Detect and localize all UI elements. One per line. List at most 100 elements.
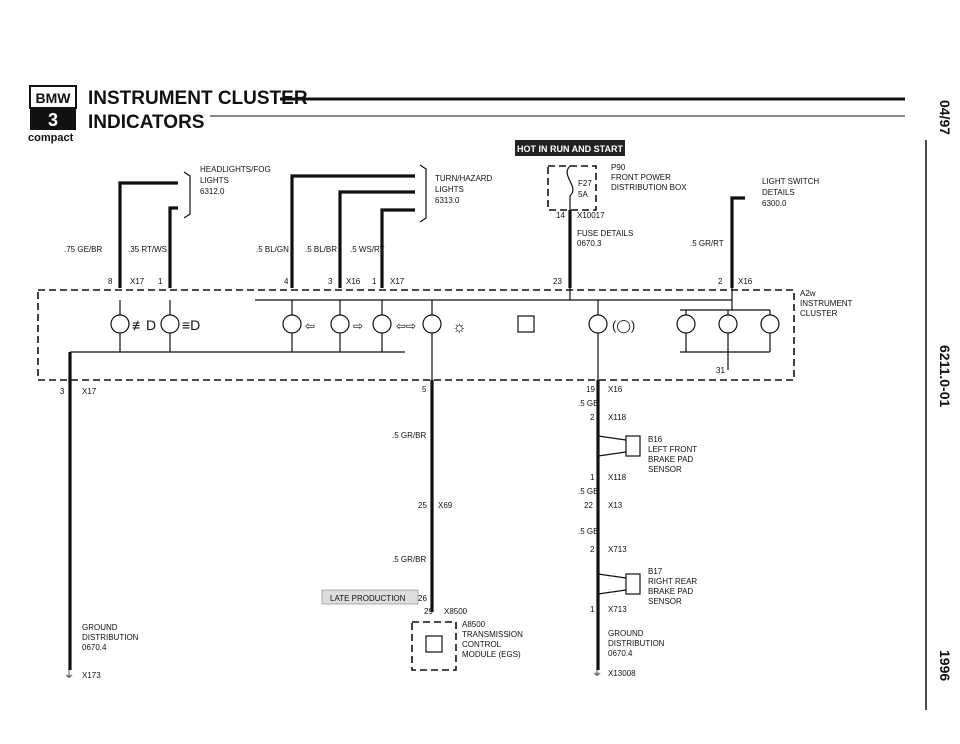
light-switch-label-2: DETAILS [762, 188, 795, 197]
a2w-label: A2w [800, 289, 816, 298]
hot-in-run-label: HOT IN RUN AND START [517, 144, 623, 154]
transmission-icon [517, 315, 535, 333]
wire-bl-br: .5 BL/BR [305, 245, 337, 254]
transmission-label: TRANSMISSION [462, 630, 523, 639]
ground-left-ref: 0670.4 [82, 643, 107, 652]
ground-left-label-2: DISTRIBUTION [82, 633, 139, 642]
pin-1-top: 1 [158, 277, 163, 286]
page-subtitle: INDICATORS [88, 112, 204, 133]
x118-b-label: X118 [608, 473, 627, 482]
wire-ws-rt: .5 WS/RT [350, 245, 385, 254]
b17-desc-3: SENSOR [648, 597, 682, 606]
pin-4: 4 [284, 277, 289, 286]
pin-2-x118: 2 [590, 413, 595, 422]
x118-a-label: X118 [608, 413, 627, 422]
ground-right-label-2: DISTRIBUTION [608, 639, 665, 648]
bmw-logo-text: BMW [36, 90, 72, 106]
pin-1-mid: 1 [372, 277, 377, 286]
light-switch-label: LIGHT SWITCH [762, 177, 819, 186]
doc-year: 1996 [937, 650, 953, 681]
headlights-ref: 6312.0 [200, 187, 225, 196]
wire-gr-br-2: .5 GR/BR [392, 555, 426, 564]
pin-14: 14 [556, 211, 565, 220]
pin-3: 3 [328, 277, 333, 286]
light-bulb-warning-icon: ☼ [452, 319, 467, 336]
turn-left-icon: ⇦ [305, 319, 315, 333]
wire-ge-1: .5 GE [578, 399, 598, 408]
high-beam-icon: ≡D [182, 317, 200, 333]
hot-in-run-banner [515, 140, 625, 156]
ground-left-icon: ⏚ [64, 669, 74, 681]
doc-number: 6211.0-01 [937, 345, 953, 407]
b17-label: B17 [648, 567, 663, 576]
p90-label: P90 [611, 163, 626, 172]
headlight-bracket [183, 171, 191, 219]
b16-desc-3: SENSOR [648, 465, 682, 474]
headlights-label-2: LIGHTS [200, 176, 229, 185]
turn-right-wire [338, 190, 415, 288]
pin-5: 5 [422, 385, 427, 394]
fuse-id: F27 [578, 179, 592, 188]
turn-hazard-label: TURN/HAZARD [435, 174, 493, 183]
x17-mid-label: X17 [390, 277, 405, 286]
turn-right-icon: ⇨ [353, 319, 363, 333]
late-production-banner [321, 589, 419, 605]
pin-31: 31 [716, 366, 725, 375]
instrument-label: INSTRUMENT [800, 299, 853, 308]
ground-right-connector: X13008 [608, 669, 636, 678]
x13-label: X13 [608, 501, 623, 510]
bulb-warning-bulb [422, 314, 442, 334]
pin-23: 23 [553, 277, 562, 286]
b17-desc-1: RIGHT REAR [648, 577, 697, 586]
brake-pad-icon: (◯) [612, 318, 635, 334]
b17-lead-top [597, 573, 627, 579]
b16-desc-1: LEFT FRONT [648, 445, 697, 454]
doc-date: 04/97 [937, 100, 953, 135]
trailer-bulb [372, 314, 392, 334]
wire-ge-br: .75 GE/BR [64, 245, 102, 254]
fuse-box-outline [547, 165, 597, 211]
pin-1-x713: 1 [590, 605, 595, 614]
a8500-label: A8500 [462, 620, 486, 629]
high-beam-wire [168, 206, 178, 288]
turn-bracket [419, 164, 427, 223]
turn-left-wire [290, 174, 415, 288]
transmission-module-icon [425, 635, 443, 653]
fuse-details-label: FUSE DETAILS [577, 229, 633, 238]
b16-lead-bottom [597, 451, 627, 457]
wire-bl-gn: .5 BL/GN [256, 245, 289, 254]
high-beam-bulb [160, 314, 180, 334]
pin-8: 8 [108, 277, 113, 286]
turn-left-bulb [282, 314, 302, 334]
series-badge-number: 3 [48, 110, 58, 130]
b16-sensor-body [625, 435, 641, 457]
x16-lower-label: X16 [608, 385, 623, 394]
pin-29: 29 [424, 607, 433, 616]
pin-3-bottom: 3 [60, 387, 65, 396]
fog-bulb [110, 314, 130, 334]
b16-lead-top [597, 435, 627, 441]
headlights-label: HEADLIGHTS/FOG [200, 165, 271, 174]
brake-pad-bulb [588, 314, 608, 334]
series-name: compact [28, 132, 74, 144]
instrument-cluster-outline [37, 289, 795, 381]
ground-right-label: GROUND [608, 629, 644, 638]
cluster-bulb-3 [760, 314, 780, 334]
x713-a-label: X713 [608, 545, 627, 554]
x10017-label: X10017 [577, 211, 605, 220]
b17-sensor-body [625, 573, 641, 595]
pin-19: 19 [586, 385, 595, 394]
cluster-bulb-2 [718, 314, 738, 334]
b16-desc-2: BRAKE PAD [648, 455, 693, 464]
pin-2-x713: 2 [590, 545, 595, 554]
wire-ge-2: .5 GE [578, 487, 598, 496]
x69-label: X69 [438, 501, 453, 510]
fuse-rating: 5A [578, 190, 588, 199]
b17-lead-bottom [597, 589, 627, 595]
b17-desc-2: BRAKE PAD [648, 587, 693, 596]
fog-light-wire [118, 181, 178, 288]
fuse-symbol [566, 165, 574, 210]
pin-2-right: 2 [718, 277, 723, 286]
pin-22: 22 [584, 501, 593, 510]
